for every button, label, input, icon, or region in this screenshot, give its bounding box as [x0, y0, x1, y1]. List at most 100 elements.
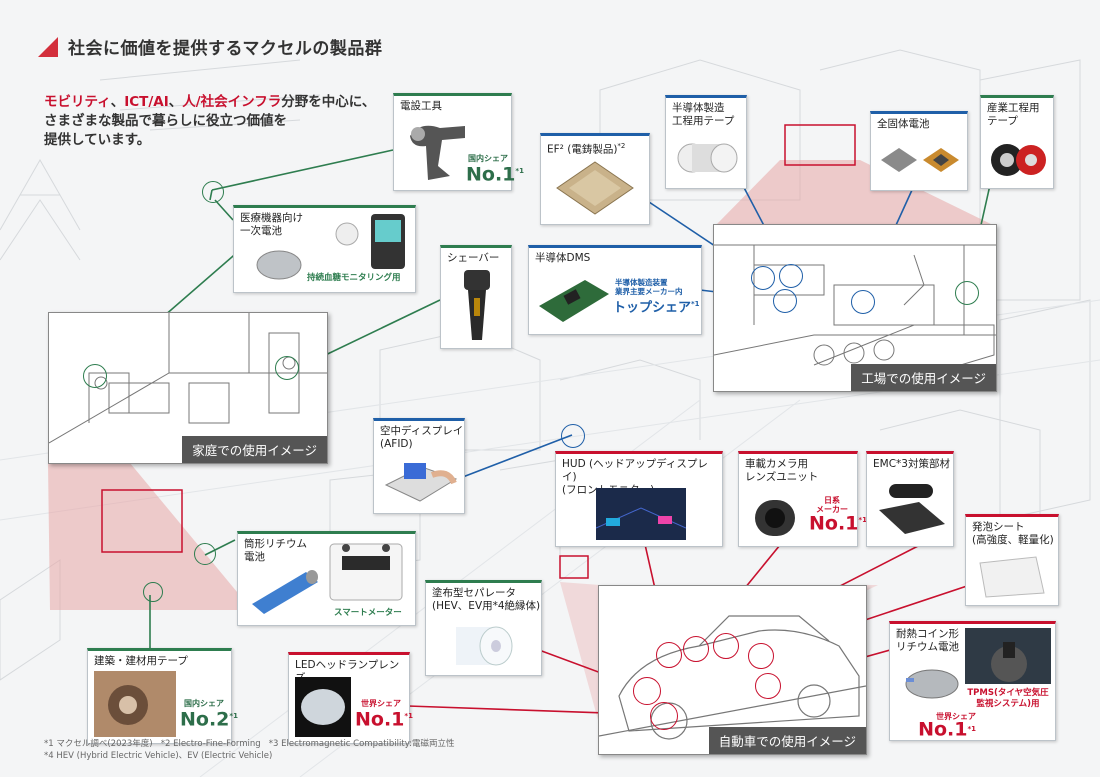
- share-label: 世界シェア: [936, 712, 976, 721]
- dms-board-image: [539, 280, 609, 322]
- marker-car-hud: [656, 642, 682, 668]
- marker-home-medical: [83, 364, 107, 388]
- card-separator: 塗布型セパレータ (HEV、EV用*4絶縁体): [425, 580, 542, 676]
- card-label: 発泡シート (高強度、軽量化): [972, 521, 1054, 546]
- card-label: 建築・建材用テープ: [94, 655, 188, 667]
- building-tape-share: 国内シェア No.2*1: [180, 697, 238, 729]
- semi-tape-image: [677, 143, 738, 173]
- share-label: 国内シェア: [468, 154, 508, 163]
- share-label: 日系 メーカー: [816, 496, 848, 514]
- marker-car-emc: [713, 633, 739, 659]
- cyl-battery-note: スマートメーター: [334, 608, 402, 618]
- car-scene: 自動車での使用イメージ: [598, 585, 867, 755]
- intro-text: モビリティ、ICT/AI、人/社会インフラ分野を中心に、 さまざまな製品で暮らし…: [44, 93, 375, 150]
- ef2-footnote: *2: [617, 142, 626, 150]
- marker-factory-5: [955, 281, 979, 305]
- share-footnote: *1: [404, 712, 413, 720]
- footnotes: *1 マクセル調べ(2023年度) *2 Electro-Fine-Formin…: [44, 738, 454, 762]
- card-label: 空中ディスプレイ (AFID): [380, 425, 464, 450]
- dms-footnote: *1: [691, 300, 700, 308]
- factory-scene-caption: 工場での使用イメージ: [851, 364, 996, 391]
- led-lens-share: 世界シェア No.1*1: [355, 697, 413, 729]
- share-rank: No.1: [918, 718, 968, 741]
- intro-sep: 、: [168, 94, 183, 110]
- card-label: 半導体DMS: [535, 252, 591, 264]
- page-title-text: 社会に価値を提供するマクセルの製品群: [68, 39, 383, 59]
- dms-share: トップシェア*1: [613, 298, 700, 314]
- share-footnote: *1: [967, 725, 976, 733]
- card-camera-lens: 車載カメラ用 レンズユニット 日系 メーカー No.1*1: [738, 451, 867, 547]
- marker-factory-3: [773, 289, 797, 313]
- card-semi-tape: 半導体製造 工程用テープ: [665, 95, 747, 189]
- card-label: 半導体製造 工程用テープ: [672, 102, 735, 127]
- intro-infra: 人/社会インフラ: [182, 94, 282, 110]
- page-title: 社会に価値を提供するマクセルの製品群: [38, 34, 382, 59]
- coin-battery-share: 世界シェア No.1*1: [890, 710, 976, 740]
- building-tape-image: [94, 671, 176, 737]
- marker-smart-meter: [194, 543, 216, 565]
- ef2-plate-image: [556, 161, 634, 215]
- card-cyl-battery: 筒形リチウム 電池 スマートメーター: [237, 531, 416, 626]
- hud-image: [596, 488, 686, 540]
- card-hud: HUD (ヘッドアップディスプレイ) (フロントモニター): [555, 451, 723, 547]
- footnote-line1: *1 マクセル調べ(2023年度) *2 Electro-Fine-Formin…: [44, 739, 455, 749]
- intro-mobility: モビリティ: [44, 94, 111, 110]
- marker-building: [143, 582, 163, 602]
- card-building-tape: 建築・建材用テープ 国内シェア No.2*1: [87, 648, 238, 744]
- shaver-image: [464, 270, 490, 340]
- coin-cell-image: [256, 250, 302, 280]
- card-label: 電設工具: [400, 100, 442, 112]
- intro-line2: さまざまな製品で暮らしに役立つ価値を: [44, 113, 287, 129]
- card-solid-battery: 全固体電池: [870, 111, 968, 191]
- marker-car-foam: [748, 643, 774, 669]
- tpms-image: [965, 628, 1051, 684]
- intro-ict: ICT/AI: [124, 94, 169, 110]
- dms-share-text: トップシェア: [613, 300, 692, 316]
- led-lens-image: [295, 677, 351, 737]
- marker-car-coin: [755, 673, 781, 699]
- card-label: 産業工程用 テープ: [987, 102, 1040, 127]
- power-tool-share: 国内シェア No.1*1: [466, 152, 524, 184]
- home-scene: 家庭での使用イメージ: [48, 312, 328, 464]
- industrial-tape-image: [991, 144, 1046, 176]
- foam-sheet-image: [979, 556, 1045, 598]
- home-illustration: [49, 313, 327, 444]
- coin-battery-note: TPMS(タイヤ空気圧 監視システム)用: [967, 688, 1049, 709]
- dms-note1: 半導体製造装置: [615, 278, 668, 287]
- dms-note2: 業界主要メーカー内: [615, 287, 683, 296]
- share-footnote: *1: [515, 167, 524, 175]
- marker-power-tool: [202, 181, 224, 203]
- card-label: 耐熱コイン形 リチウム電池: [896, 628, 959, 653]
- marker-car-led: [650, 702, 678, 730]
- intro-line3: 提供しています。: [44, 132, 151, 148]
- share-rank: No.1: [466, 163, 516, 186]
- card-label: 全固体電池: [877, 118, 930, 130]
- share-label: 国内シェア: [184, 699, 224, 708]
- lens-unit-image: [755, 500, 795, 536]
- card-foam: 発泡シート (高強度、軽量化): [965, 514, 1059, 606]
- dms-note: 半導体製造装置 業界主要メーカー内: [615, 278, 683, 296]
- afid-image: [384, 463, 458, 502]
- emc-material-image: [879, 484, 945, 534]
- share-label: 世界シェア: [361, 699, 401, 708]
- card-label: EF² (電鋳製品)*2: [547, 140, 625, 157]
- card-semi-dms: 半導体DMS 半導体製造装置 業界主要メーカー内 トップシェア*1: [528, 245, 702, 335]
- medical-note: 持続血糖モニタリング用: [307, 273, 401, 283]
- card-led-lens: LEDヘッドランプレンズ 世界シェア No.1*1: [288, 652, 413, 744]
- share-rank: No.1: [355, 708, 405, 731]
- card-label: 塗布型セパレータ (HEV、EV用*4絶縁体): [432, 587, 541, 612]
- ef2-label: EF² (電鋳製品): [547, 143, 618, 156]
- card-ef2: EF² (電鋳製品)*2: [540, 133, 650, 225]
- card-afid: 空中ディスプレイ (AFID): [373, 418, 465, 514]
- card-emc: EMC*3対策部材: [866, 451, 954, 547]
- marker-factory-1: [751, 266, 775, 290]
- intro-rest: 分野を中心に、: [281, 94, 376, 110]
- card-medical-battery: 医療機器向け 一次電池 持続血糖モニタリング用: [233, 205, 416, 293]
- smart-meter-image: [329, 543, 403, 601]
- marker-home-shaver: [275, 356, 299, 380]
- cylinder-battery-image: [252, 570, 318, 614]
- marker-factory-4: [851, 290, 875, 314]
- marker-car-separator: [633, 677, 661, 705]
- marker-factory-2: [779, 264, 803, 288]
